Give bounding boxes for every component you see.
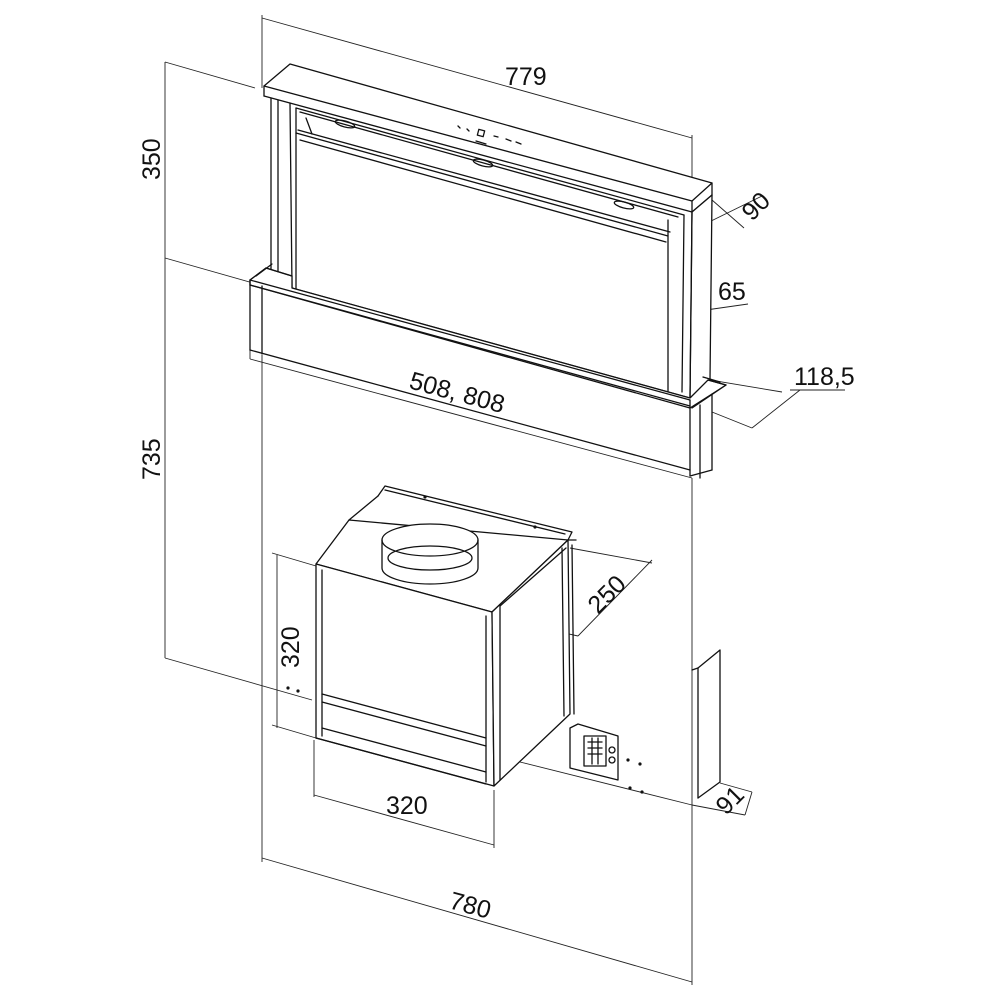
dim-panel-width: 508, 808 [406, 367, 507, 419]
dim-top-height: 350 [138, 138, 166, 180]
worktop-frame [249, 263, 727, 479]
dim-top-depth: 90 [736, 187, 775, 226]
mounting-screws [286, 495, 644, 794]
dim-motor-depth: 250 [582, 570, 631, 619]
dim-panel-thickness: 65 [718, 278, 746, 306]
dim-lower-depth: 118,5 [794, 363, 855, 391]
dimension-lines [164, 15, 845, 985]
dim-motor-height: 320 [277, 626, 305, 668]
dim-base-depth: 91 [710, 781, 749, 820]
dim-top-width: 779 [505, 63, 547, 91]
rear-channel [691, 649, 721, 799]
dim-total-height: 735 [138, 438, 166, 480]
motor-unit [315, 485, 577, 787]
connection-box [569, 723, 619, 781]
control-panel-icons [457, 125, 522, 145]
dim-motor-width: 320 [386, 792, 428, 820]
dim-total-width: 780 [446, 887, 494, 925]
